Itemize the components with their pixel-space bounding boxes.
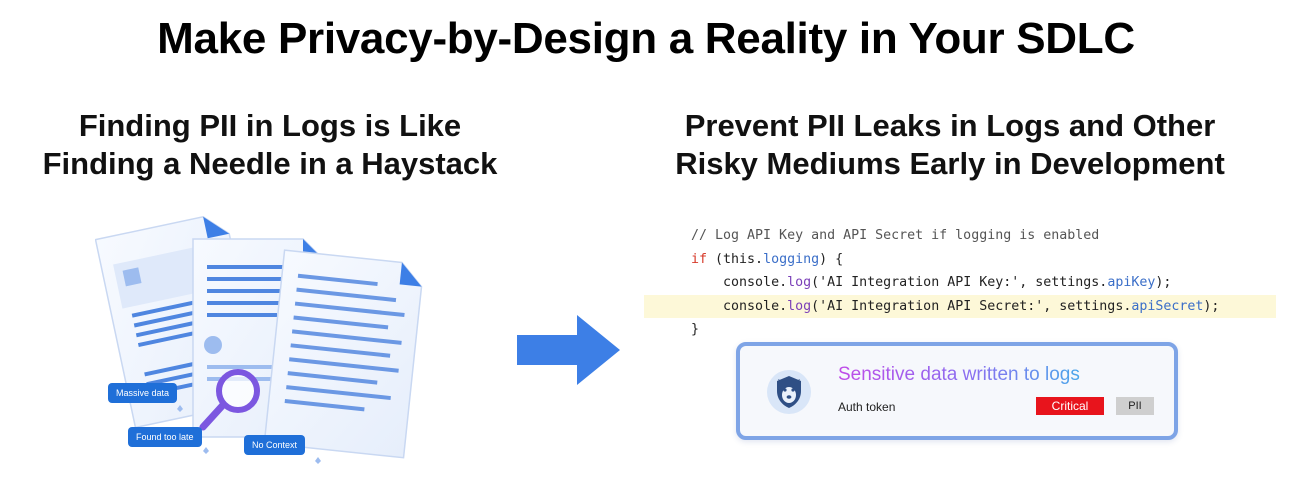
code-log-fn: log xyxy=(787,275,812,290)
alert-title: Sensitive data written to logs xyxy=(838,364,1080,385)
code-line-if: if (this.logging) { xyxy=(644,248,1276,272)
code-indent xyxy=(691,299,723,314)
code-indent xyxy=(691,275,723,290)
left-heading: Finding PII in Logs is Like Finding a Ne… xyxy=(10,107,530,183)
severity-badge: Critical xyxy=(1036,397,1104,415)
code-console: console. xyxy=(723,275,788,290)
page-title: Make Privacy-by-Design a Reality in Your… xyxy=(157,14,1135,63)
code-line-close: } xyxy=(644,318,1276,342)
left-heading-line2: Finding a Needle in a Haystack xyxy=(42,146,498,181)
code-close-brace: } xyxy=(691,322,700,337)
sensitive-data-alert-card[interactable]: Sensitive data written to logs Auth toke… xyxy=(736,342,1178,440)
code-secret-args: ('AI Integration API Secret:', settings. xyxy=(811,298,1132,314)
dog-shield-logo-icon xyxy=(767,370,811,414)
code-end-stmt: ); xyxy=(1155,275,1172,290)
right-arrow-icon xyxy=(517,315,620,385)
code-apikey-prop: apiKey xyxy=(1107,275,1156,290)
tag-found-too-late: Found too late xyxy=(128,427,202,447)
code-log-fn: log xyxy=(787,298,812,314)
tag-no-context: No Context xyxy=(244,435,306,455)
documents-illustration: Massive data Found too late No Context xyxy=(94,205,455,475)
code-end-stmt: ); xyxy=(1203,298,1220,314)
code-if-close: ) { xyxy=(819,251,844,267)
category-badge: PII xyxy=(1116,397,1154,415)
stacked-documents-icon xyxy=(94,215,423,464)
code-line-log-key: console.log('AI Integration API Key:', s… xyxy=(644,271,1276,295)
tag-massive-data: Massive data xyxy=(108,383,178,403)
magnifier-icon xyxy=(199,369,260,431)
code-logging-prop: logging xyxy=(763,251,820,267)
code-snippet: // Log API Key and API Secret if logging… xyxy=(644,224,1276,342)
code-line-comment: // Log API Key and API Secret if logging… xyxy=(644,224,1276,248)
code-apisecret-prop: apiSecret xyxy=(1131,298,1204,314)
code-console: console. xyxy=(723,298,788,314)
code-comment: // Log API Key and API Secret if logging… xyxy=(691,228,1100,243)
code-key-args: ('AI Integration API Key:', settings. xyxy=(811,275,1108,290)
right-heading: Prevent PII Leaks in Logs and Other Risk… xyxy=(640,107,1260,183)
right-heading-line1: Prevent PII Leaks in Logs and Other xyxy=(684,108,1216,143)
right-heading-line2: Risky Mediums Early in Development xyxy=(675,146,1225,181)
alert-subtitle: Auth token xyxy=(838,400,896,414)
code-line-log-secret: console.log('AI Integration API Secret:'… xyxy=(644,294,1276,318)
code-if-keyword: if xyxy=(691,251,708,267)
code-if-open: (this. xyxy=(707,251,764,267)
left-heading-line1: Finding PII in Logs is Like xyxy=(78,108,462,143)
